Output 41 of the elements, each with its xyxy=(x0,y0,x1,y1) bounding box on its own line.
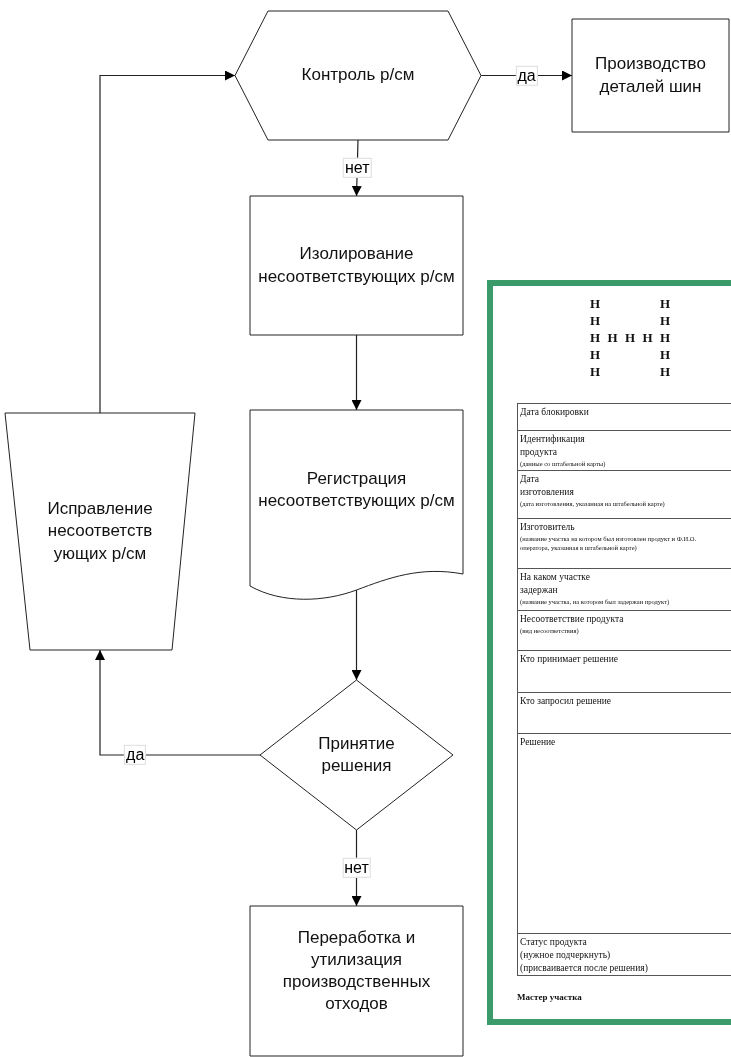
document-shape xyxy=(250,410,463,600)
edge-label: нет xyxy=(342,857,371,879)
signature-label: Мастер участка xyxy=(517,992,582,1002)
edge-label: да xyxy=(515,65,538,86)
field-label: Дата изготовления xyxy=(520,473,575,499)
node-label: Производство деталей шин xyxy=(594,53,707,98)
field-label: Дата блокировки xyxy=(520,406,590,419)
field-label: (нужное подчеркнуть) xyxy=(520,948,612,962)
field-label: Решение xyxy=(520,736,557,749)
arrow xyxy=(351,334,362,411)
process-box xyxy=(250,196,463,335)
process-box xyxy=(572,19,729,132)
arrow xyxy=(95,649,261,756)
field-label: Кто принимает решение xyxy=(520,653,619,666)
node-label: Переработка и утилизация производственных отходов xyxy=(281,926,432,1016)
arrow xyxy=(99,70,236,414)
field-label: Статус продукта xyxy=(520,936,588,949)
field-label: На каком участке задержан xyxy=(520,571,591,597)
field-label: (присваивается после решения) xyxy=(520,961,649,975)
field-label: Изготовитель xyxy=(520,521,576,534)
letter-row: Н Н Н Н Н xyxy=(590,329,670,346)
node-label: Регистрация несоответствующих р/см xyxy=(257,467,456,512)
edge-label: да xyxy=(124,744,147,766)
arrow xyxy=(351,589,362,681)
node-label: Принятие решения xyxy=(317,732,396,777)
field-label: Идентификация продукта xyxy=(520,433,586,459)
field-label: Кто запросил решение xyxy=(520,695,613,708)
letter-row: Н Н xyxy=(590,312,670,329)
node-label: Контроль р/см xyxy=(300,64,416,87)
letter-row: Н Н xyxy=(590,295,670,312)
edge-label: нет xyxy=(343,157,372,179)
decision-diamond xyxy=(260,680,453,830)
letter-row: Н Н xyxy=(590,346,670,363)
letter-row: Н Н xyxy=(590,363,670,380)
field-label: Несоответствие продукта xyxy=(520,613,625,626)
form-card xyxy=(487,280,731,1025)
preparation-hexagon xyxy=(235,11,481,140)
node-label: Изолирование несоответствующих р/см xyxy=(257,243,456,288)
manual-operation-trapezoid xyxy=(5,413,195,650)
process-box xyxy=(250,906,463,1056)
node-label: Исправление несоответств ующих р/см xyxy=(46,498,154,565)
